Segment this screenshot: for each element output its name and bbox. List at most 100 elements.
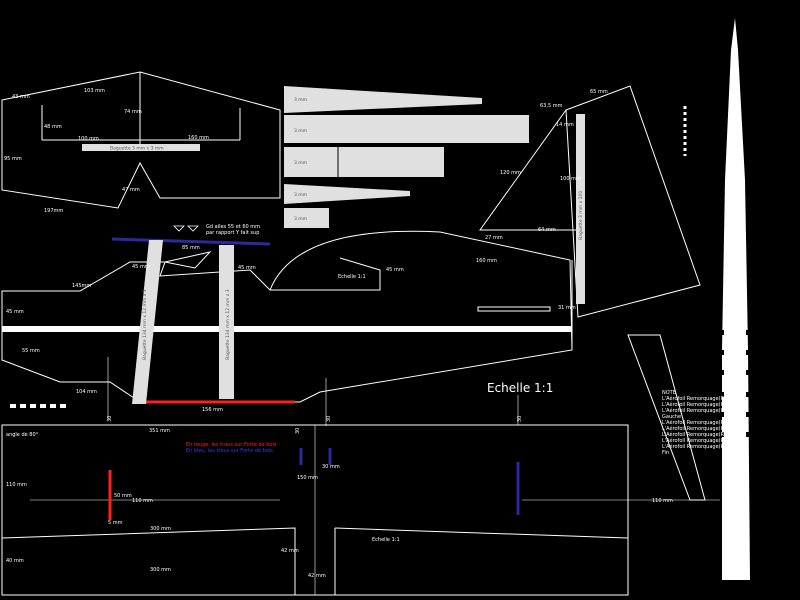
- legend-line: Fin: [662, 450, 669, 456]
- wing-dim-b: 50 mm: [114, 493, 132, 499]
- wing-dim-right: 110 mm: [652, 498, 673, 504]
- fuselage-strip-a: [132, 240, 163, 404]
- rudder-dim-d: 100 mm: [560, 176, 581, 182]
- fuselage-notch: [164, 251, 212, 269]
- wing-dim-g: 40 mm: [6, 558, 24, 564]
- wing-vertical-dim-1: 30: [107, 416, 113, 422]
- tail-fin-part: [1, 71, 281, 209]
- fuselage-dim-h: 104 mm: [76, 389, 97, 395]
- wing-dim-j: 42 mm: [308, 573, 326, 579]
- wing-dim-e: 150 mm: [297, 475, 318, 481]
- fuselage-dim-a: 45 mm: [132, 264, 150, 270]
- wing-lower-left: [1, 527, 296, 595]
- legend-line: L'Aérofoil Remorquage(R): [662, 431, 726, 438]
- legend-line: L'Aérofoil Remorquage(R): [662, 443, 726, 450]
- fuselage-dim-f: 45 mm: [6, 309, 24, 315]
- legend-line: L'Aérofoil Remorquage(R): [662, 425, 726, 432]
- wing-dim-left: 110 mm: [6, 482, 27, 488]
- legend-line: L'Aérofoil Remorquage(R): [662, 437, 726, 444]
- wing-dim-d: 300 mm: [150, 526, 171, 532]
- fuselage-outline: [1, 230, 573, 403]
- wing-note-blue: En bleu, les trous sur Forte de bois: [186, 448, 273, 454]
- wing-vertical-dim-3: 30: [517, 416, 523, 422]
- wing-dim-h: 300 mm: [150, 567, 171, 573]
- fuselage-dim-d: 160 mm: [476, 258, 497, 264]
- triangle-marker-icon: [187, 225, 199, 232]
- rudder-dim-e: 27 mm: [485, 235, 503, 241]
- wing-lower-right: [334, 527, 629, 539]
- legend-line: L'Aérofoil Remorquage(R): [662, 395, 726, 402]
- fuselage-dim-bottom: 156 mm: [202, 407, 223, 413]
- rudder-left-edge: [479, 109, 578, 231]
- strip-2-label: 3 mm: [294, 128, 307, 134]
- fuselage-strip-b-label: Baguette 134 mm x 12 mm x 3: [225, 289, 231, 360]
- strip-1-label: 3 mm: [294, 97, 307, 103]
- rudder-strip: [576, 114, 585, 304]
- wing-dim-f: 30 mm: [322, 464, 340, 470]
- rudder-dim-f: 64 mm: [538, 227, 556, 233]
- fuselage-spar: [2, 326, 572, 332]
- rudder-strip-label: Baguette 3 mm x 100: [578, 191, 584, 240]
- tail-fin-outline: [1, 71, 281, 209]
- fuselage-dim-b: 45 mm: [238, 265, 256, 271]
- rudder-dim-a: 63,5 mm: [540, 103, 563, 109]
- tail-fin-dim-a: 48 mm: [44, 124, 62, 130]
- strip-4-label: 3 mm: [294, 192, 307, 198]
- strips-group: [284, 86, 529, 228]
- strip-2: [284, 115, 529, 143]
- tail-fin-dim-bottom: 197mm: [44, 208, 63, 214]
- rudder-dim-b: 14 mm: [556, 122, 574, 128]
- tail-fin-dim-side: 95 mm: [4, 156, 22, 162]
- triangle-marker-icon: [173, 225, 185, 232]
- wing-dim-a: 110 mm: [132, 498, 153, 504]
- rudder-dim-g: 31 mm: [558, 305, 576, 311]
- scale-label-big: Echelle 1:1: [487, 381, 553, 395]
- wing-dim-c: 5 mm: [108, 520, 123, 526]
- fuselage-note-line1: Gd ailes 55 et 60 mm: [206, 224, 260, 230]
- wing-marker-icons: [173, 225, 199, 232]
- strip-4: [284, 184, 410, 204]
- wing-note-red: En rouge, les trous sur Forte de bois: [186, 442, 277, 448]
- wing-label-angle: angle de 80°: [6, 432, 39, 438]
- dimension-arrows: [107, 357, 519, 426]
- spar-blade: [722, 18, 750, 580]
- tail-fin-dim-inner: 74 mm: [124, 109, 142, 115]
- wing-vertical-dim-4: 30: [295, 428, 301, 434]
- wing-dim-top: 351 mm: [149, 428, 170, 434]
- spar-blade-notches: [720, 330, 750, 437]
- rudder-part: [479, 85, 701, 318]
- fuselage-dim-top: 85 mm: [182, 245, 200, 251]
- strip-5: [284, 208, 329, 228]
- wing-part: [1, 424, 629, 596]
- fuselage-note-line2: par rapport Y fait sup: [206, 230, 259, 236]
- side-panel-outline: [627, 334, 706, 501]
- tail-fin-dim-tail: 47 mm: [122, 187, 140, 193]
- cockpit-line: [270, 257, 381, 291]
- strip-3: [284, 147, 444, 177]
- fuselage-dim-g: 55 mm: [22, 348, 40, 354]
- fuselage-scale-small: Echelle 1:1: [338, 274, 366, 280]
- tail-fin-dim-b: 100 mm: [78, 136, 99, 142]
- rudder-outline: [565, 85, 701, 318]
- tail-fin-dim-left: 43 mm: [12, 94, 30, 100]
- fuselage-part: [1, 230, 573, 403]
- legend-line: Gauche: [662, 414, 681, 420]
- legend-line: L'Aérofoil Remorquage(R): [662, 419, 726, 426]
- legend-line: NOTE: [662, 390, 676, 396]
- rudder-dim-top: 65 mm: [590, 89, 608, 95]
- fuselage-dim-c: 45 mm: [386, 267, 404, 273]
- strip-1: [284, 86, 482, 113]
- fuselage-strip-b: [219, 245, 234, 399]
- fuselage-dim-e: 145mm: [72, 283, 91, 289]
- legend-line: L'Aérofoil Remorquage(R): [662, 407, 726, 414]
- tail-fin-strip: [82, 144, 200, 151]
- fuselage-strip-a-label: Baguette 134 mm x 12 mm x 3: [142, 289, 148, 360]
- fuselage-top-blue-line: [111, 237, 271, 246]
- strip-3-label: 3 mm: [294, 160, 307, 166]
- strip-5-label: 3 mm: [294, 216, 307, 222]
- wing-dim-i: 42 mm: [281, 548, 299, 554]
- rudder-dim-c: 120 mm: [500, 170, 521, 176]
- legend-block: NOTE L'Aérofoil Remorquage(R) L'Aérofoil…: [662, 390, 726, 456]
- tail-fin-dim-c: 160 mm: [188, 135, 209, 141]
